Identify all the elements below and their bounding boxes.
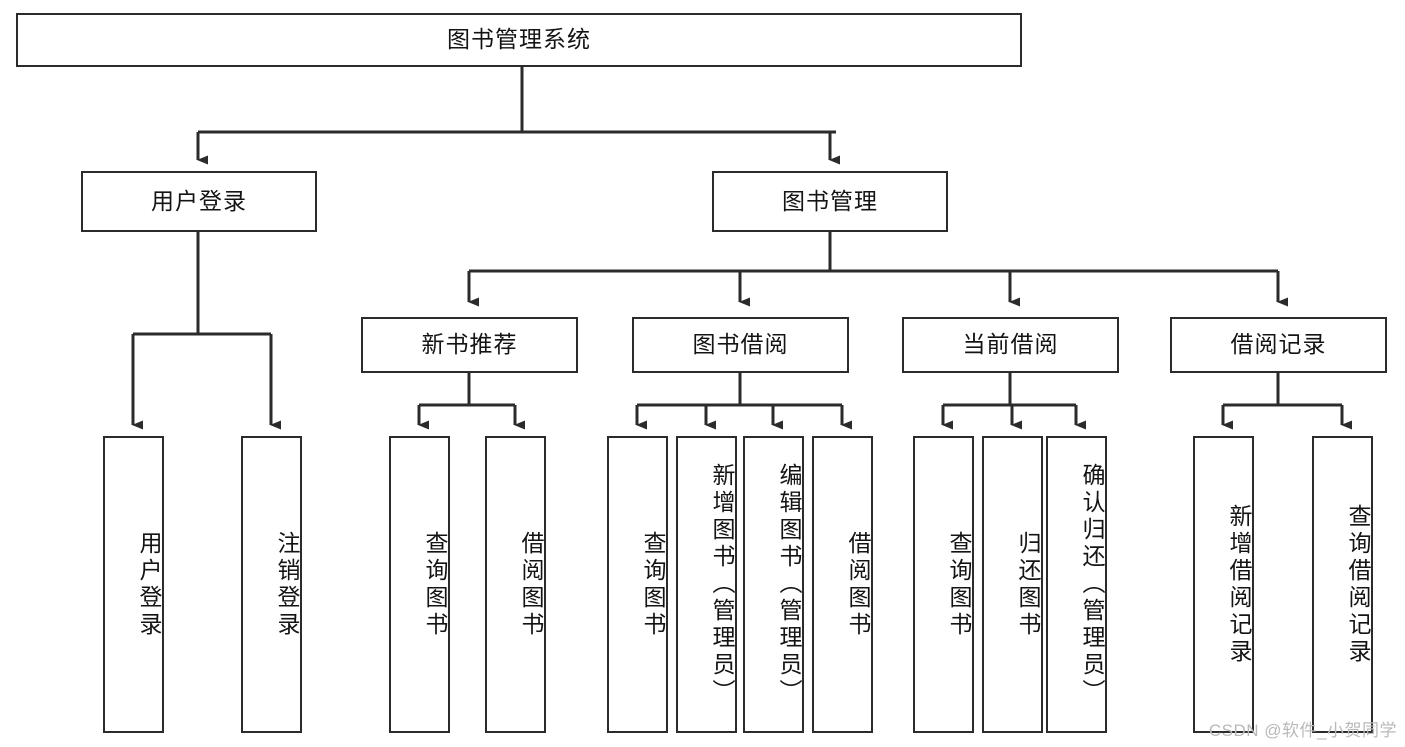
node-leaf-edit-book[interactable]: 编辑图书（管理员） <box>743 436 804 733</box>
node-leaf-user-logout-label: 注销登录 <box>274 530 300 639</box>
node-leaf-add-book-label: 新增图书（管理员） <box>709 463 735 706</box>
node-leaf-query-book-2-label: 查询图书 <box>640 530 666 639</box>
node-new-book-rec[interactable]: 新书推荐 <box>361 317 578 373</box>
node-user-login-label: 用户登录 <box>151 187 247 214</box>
node-leaf-confirm-return[interactable]: 确认归还（管理员） <box>1046 436 1107 733</box>
node-leaf-borrow-book-1-label: 借阅图书 <box>518 530 544 639</box>
node-leaf-query-book-1-label: 查询图书 <box>422 530 448 639</box>
node-leaf-user-login[interactable]: 用户登录 <box>103 436 164 733</box>
node-book-manage[interactable]: 图书管理 <box>712 171 948 232</box>
watermark: CSDN @软件_小贺同学 <box>1208 721 1397 740</box>
node-root[interactable]: 图书管理系统 <box>16 13 1022 67</box>
node-leaf-query-book-3[interactable]: 查询图书 <box>913 436 974 733</box>
node-leaf-add-record[interactable]: 新增借阅记录 <box>1193 436 1254 733</box>
node-book-borrow-label: 图书借阅 <box>692 331 789 358</box>
node-borrow-record[interactable]: 借阅记录 <box>1170 317 1387 373</box>
node-leaf-return-book-label: 归还图书 <box>1015 530 1041 639</box>
node-leaf-user-logout[interactable]: 注销登录 <box>241 436 302 733</box>
node-current-borrow[interactable]: 当前借阅 <box>902 317 1119 373</box>
node-user-login[interactable]: 用户登录 <box>81 171 317 232</box>
node-leaf-confirm-return-label: 确认归还（管理员） <box>1079 463 1105 706</box>
node-book-manage-label: 图书管理 <box>782 187 878 214</box>
node-leaf-query-book-1[interactable]: 查询图书 <box>389 436 450 733</box>
node-leaf-query-book-2[interactable]: 查询图书 <box>607 436 668 733</box>
node-new-book-rec-label: 新书推荐 <box>421 331 518 358</box>
node-root-label: 图书管理系统 <box>447 26 591 53</box>
node-leaf-edit-book-label: 编辑图书（管理员） <box>776 463 802 706</box>
node-borrow-record-label: 借阅记录 <box>1230 331 1327 358</box>
node-leaf-query-book-3-label: 查询图书 <box>946 530 972 639</box>
node-leaf-query-record-label: 查询借阅记录 <box>1345 503 1371 666</box>
node-leaf-query-record[interactable]: 查询借阅记录 <box>1312 436 1373 733</box>
node-leaf-borrow-book-2-label: 借阅图书 <box>845 530 871 639</box>
node-current-borrow-label: 当前借阅 <box>962 331 1059 358</box>
node-leaf-add-record-label: 新增借阅记录 <box>1226 503 1252 666</box>
node-leaf-borrow-book-2[interactable]: 借阅图书 <box>812 436 873 733</box>
node-leaf-user-login-label: 用户登录 <box>136 530 162 639</box>
node-book-borrow[interactable]: 图书借阅 <box>632 317 849 373</box>
node-leaf-add-book[interactable]: 新增图书（管理员） <box>676 436 737 733</box>
node-leaf-return-book[interactable]: 归还图书 <box>982 436 1043 733</box>
node-leaf-borrow-book-1[interactable]: 借阅图书 <box>485 436 546 733</box>
